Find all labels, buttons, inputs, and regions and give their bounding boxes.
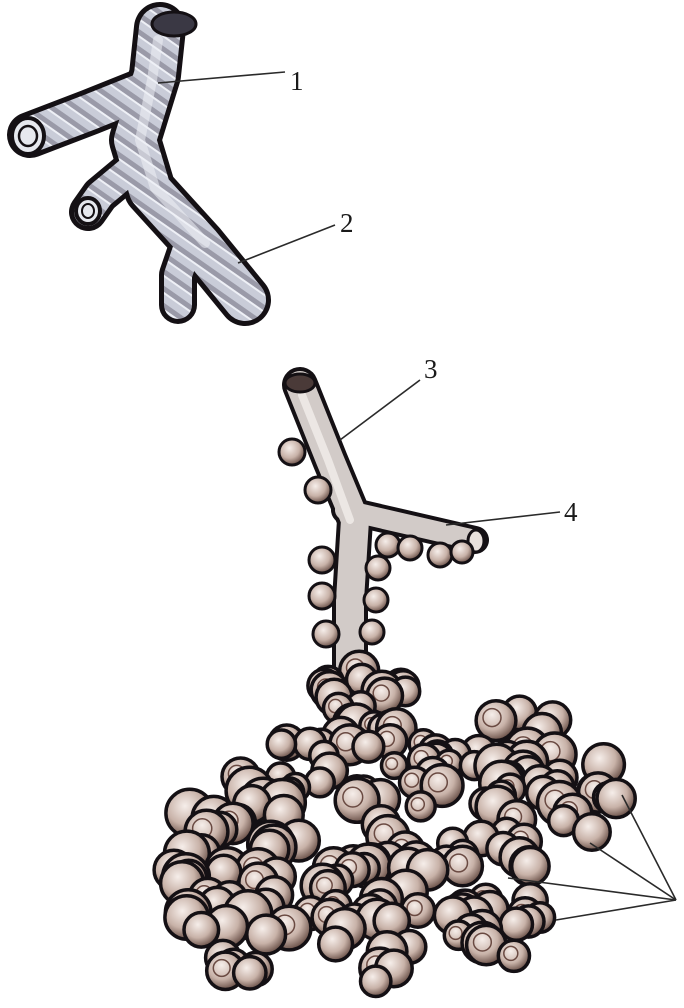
callout-number-3: 3 (424, 354, 438, 384)
alveolus (498, 940, 529, 971)
callout-number-2: 2 (340, 208, 354, 238)
bud-alveoli (279, 439, 473, 647)
acinus-structure (154, 374, 635, 997)
alveolus (234, 957, 266, 989)
callout-number-1: 1 (290, 66, 304, 96)
alveolus (319, 927, 353, 961)
alveolus (353, 731, 384, 762)
alveolus (597, 779, 635, 817)
alveolus (406, 792, 435, 821)
alveolar-sacs (154, 651, 635, 996)
callout-2: 2 (238, 208, 354, 263)
alveolus (361, 966, 391, 996)
alveolus (247, 915, 286, 954)
callout-4: 4 (446, 497, 578, 527)
callout-number-4: 4 (564, 497, 578, 527)
bronchus-tree (12, 12, 245, 305)
callout-3: 3 (340, 354, 438, 440)
alveolus (267, 730, 295, 758)
